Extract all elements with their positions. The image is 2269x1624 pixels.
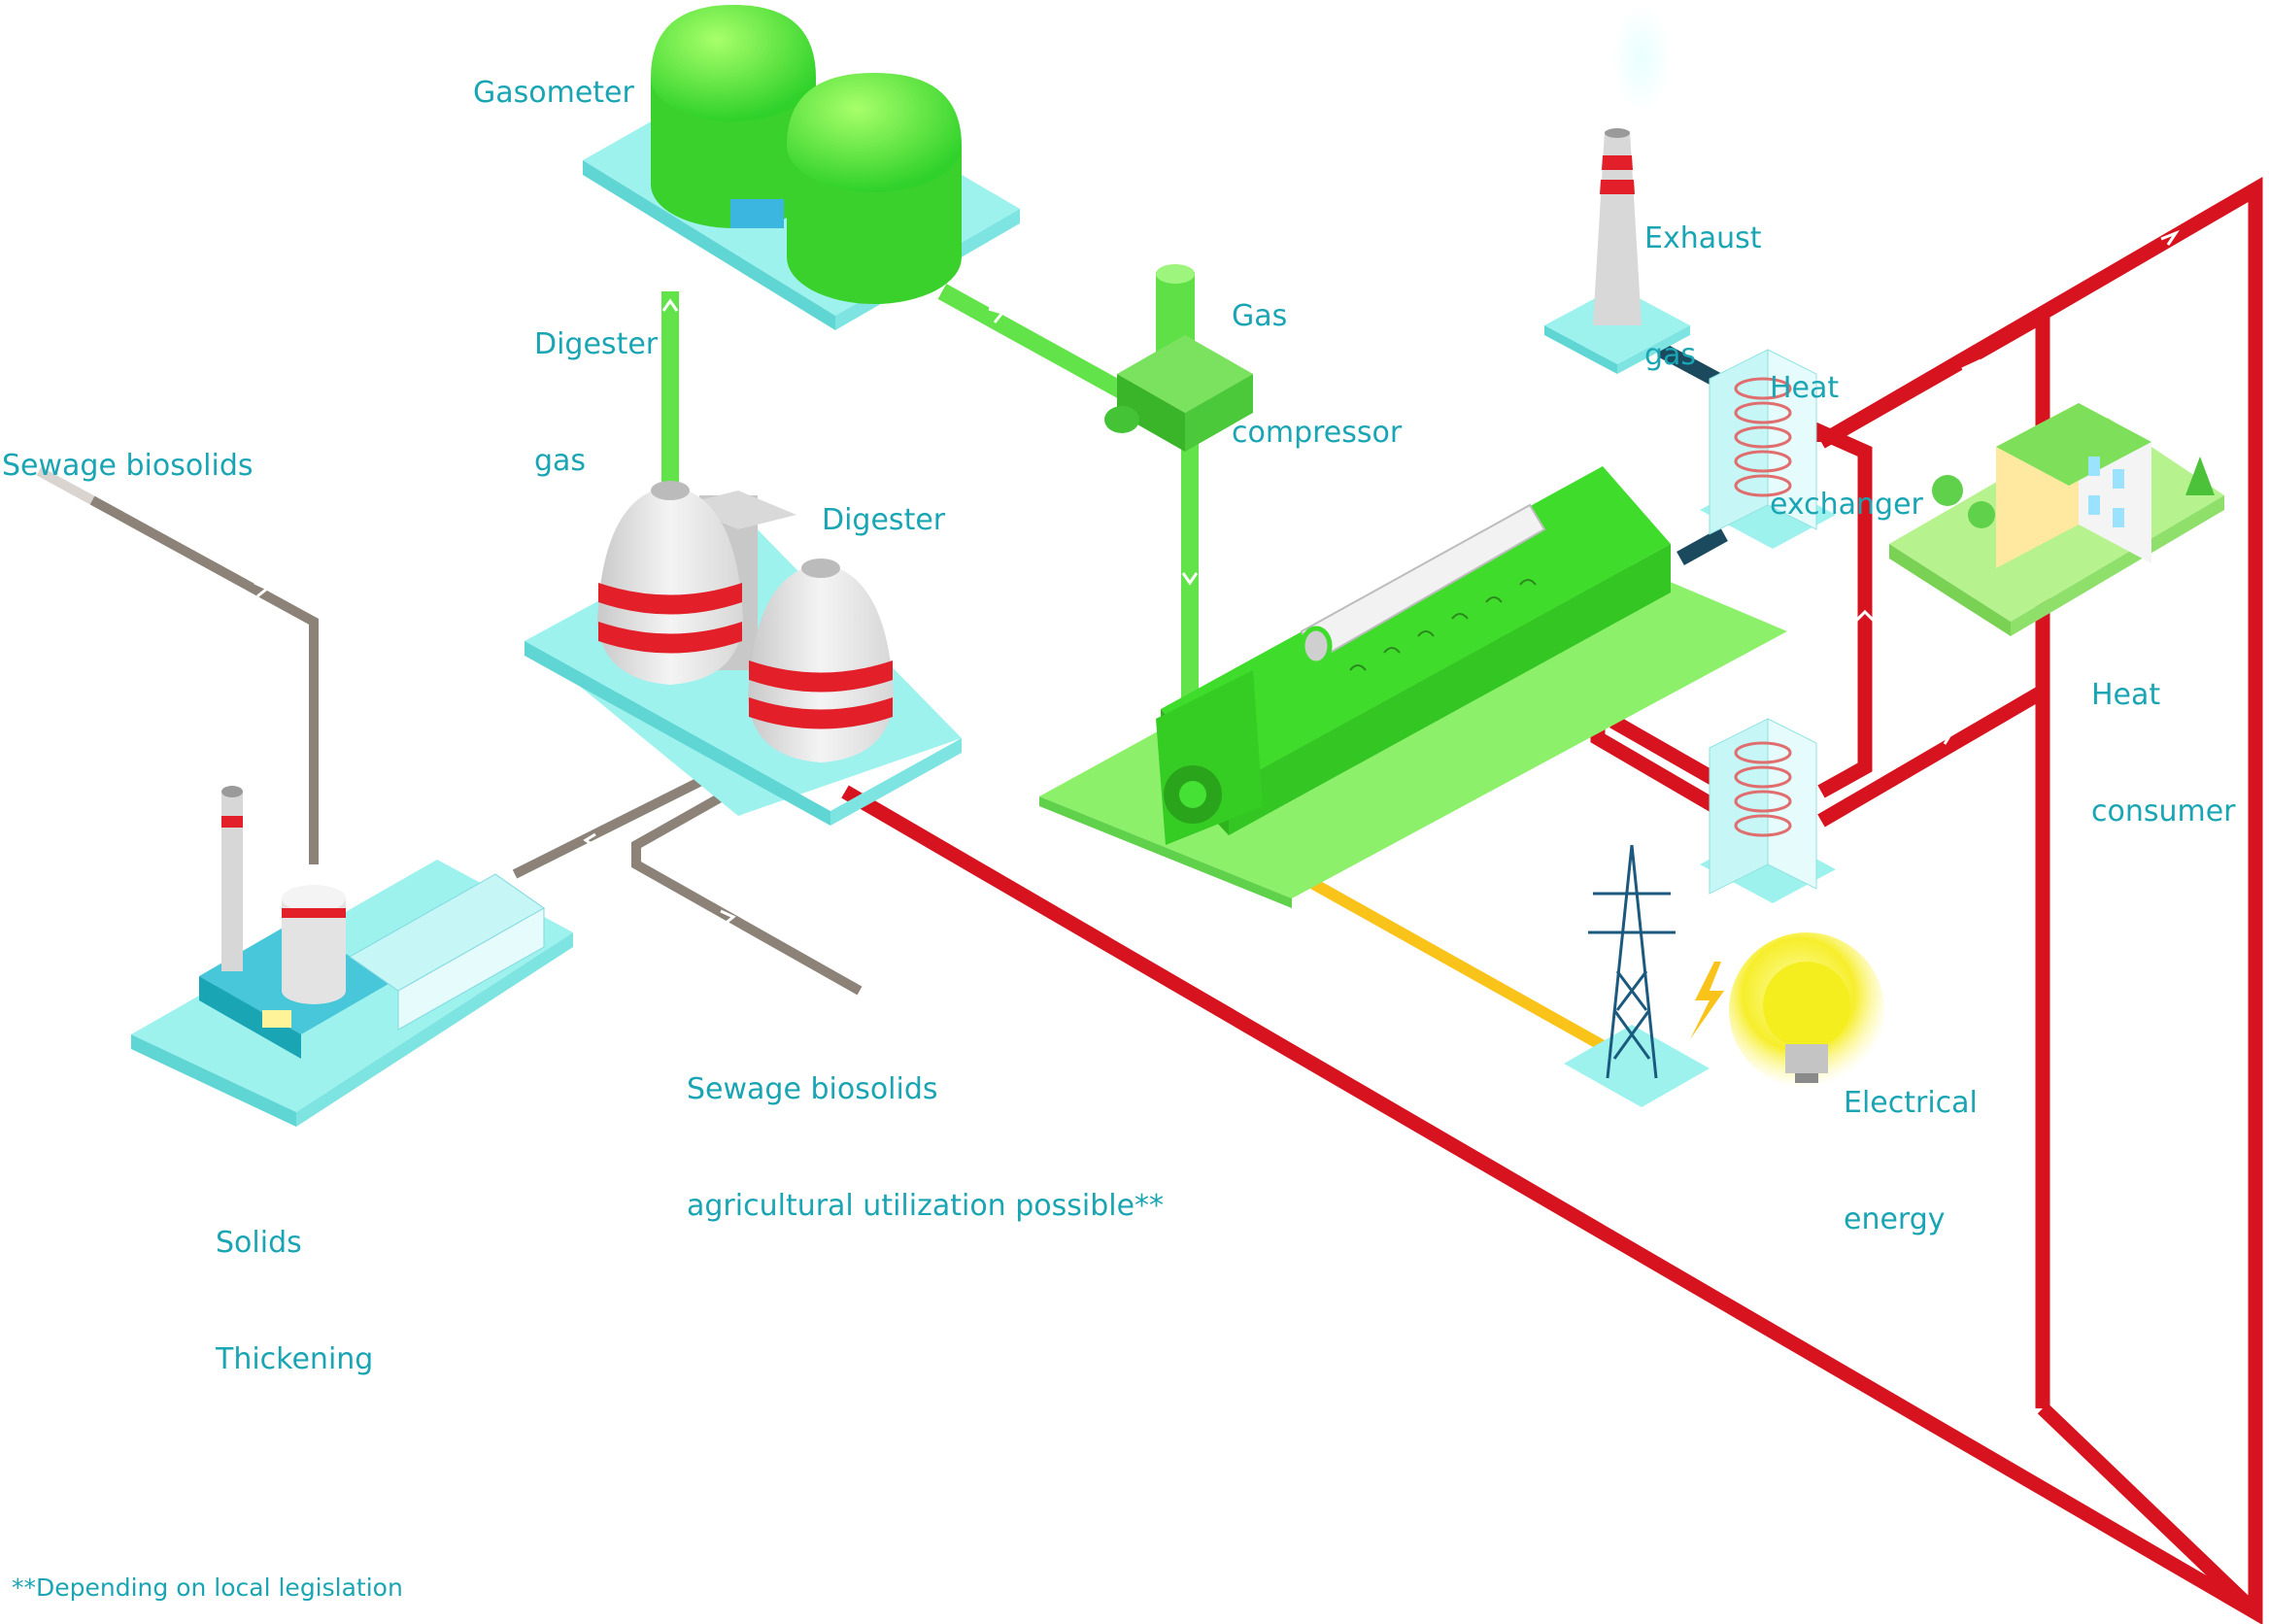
power-pylon-icon xyxy=(1564,844,1710,1107)
exhaust-gas-label-line1: Exhaust xyxy=(1644,221,1762,255)
heat-exchanger-label-line2: exchanger xyxy=(1770,488,1923,522)
gas-compressor-icon xyxy=(1104,264,1253,452)
light-bulb-icon xyxy=(1729,932,1884,1088)
solids-thickening-label: Solids Thickening xyxy=(216,1146,373,1418)
digester-gas-label-line1: Digester xyxy=(534,327,659,361)
heat-pipe-bottom-return xyxy=(2037,1403,2261,1618)
heat-exchanger-label: Heat exchanger xyxy=(1770,291,1923,563)
lightning-icon xyxy=(1690,962,1724,1039)
gas-to-compressor-pipe xyxy=(937,284,1132,401)
heat-pipe-exchanger-upper xyxy=(1813,421,1873,798)
heat-pipe-to-consumer xyxy=(1817,309,2047,449)
heat-consumer-label: Heat consumer xyxy=(2091,598,2236,870)
sludge-pipes xyxy=(89,495,863,996)
exhaust-stack-icon xyxy=(1544,5,1690,374)
heat-exchanger-icon xyxy=(1700,349,1836,549)
footnote: **Depending on local legislation xyxy=(12,1573,403,1602)
solids-thickening-label-line2: Thickening xyxy=(216,1342,374,1376)
sludge-flow-arrows xyxy=(254,581,736,927)
heat-loop-pipes xyxy=(841,176,2263,1624)
solids-thickening-label-line1: Solids xyxy=(216,1226,302,1260)
heat-flow-arrows xyxy=(1853,229,2180,745)
heat-exchanger-lower-icon xyxy=(1700,718,1836,903)
gasometer-label: Gasometer xyxy=(473,76,634,110)
gas-engine-icon xyxy=(1039,466,1787,908)
digester-gas-label: Digester gas xyxy=(534,248,658,520)
heat-consumer-label-line2: consumer xyxy=(2091,795,2236,829)
sludge-inlet-fade xyxy=(36,466,95,505)
exhaust-gas-label-line2: gas xyxy=(1644,338,1697,372)
exhaust-gas-label: Exhaust gas xyxy=(1644,142,1762,414)
digester-gas-label-line2: gas xyxy=(534,444,587,478)
digester-icon xyxy=(525,481,962,826)
agricultural-utilization-label: Sewage biosolids agricultural utilizatio… xyxy=(687,993,1164,1265)
gas-flow-arrows xyxy=(661,298,1199,586)
heat-consumer-label-line1: Heat xyxy=(2091,678,2161,712)
heat-pipe-lower xyxy=(1817,685,2047,828)
solids-thickening-plant-icon xyxy=(131,786,573,1127)
gasometer-pump-icon xyxy=(730,199,784,228)
agricultural-label-line2: agricultural utilization possible** xyxy=(687,1189,1165,1223)
sludge-inlet-pipe xyxy=(89,495,319,864)
heat-consumer-building-icon xyxy=(1889,403,2224,636)
agricultural-label-line1: Sewage biosolids xyxy=(687,1072,938,1106)
electrical-energy-label: Electrical energy xyxy=(1844,1006,1978,1278)
sludge-out-pipe xyxy=(631,777,863,996)
gas-compressor-label-line2: compressor xyxy=(1232,416,1403,450)
digester-label: Digester xyxy=(822,503,946,537)
sludge-to-digester-pipe xyxy=(512,762,731,879)
gas-compressor-label: Gas compressor xyxy=(1232,220,1402,491)
sewage-biosolids-label: Sewage biosolids xyxy=(2,449,254,483)
gas-pipes xyxy=(661,284,1199,699)
electrical-energy-label-line1: Electrical xyxy=(1844,1086,1978,1120)
gas-compressor-label-line1: Gas xyxy=(1232,299,1288,333)
heat-exchanger-label-line1: Heat xyxy=(1770,371,1840,405)
electrical-energy-label-line2: energy xyxy=(1844,1202,1946,1236)
gasometer-icon xyxy=(583,5,1020,330)
